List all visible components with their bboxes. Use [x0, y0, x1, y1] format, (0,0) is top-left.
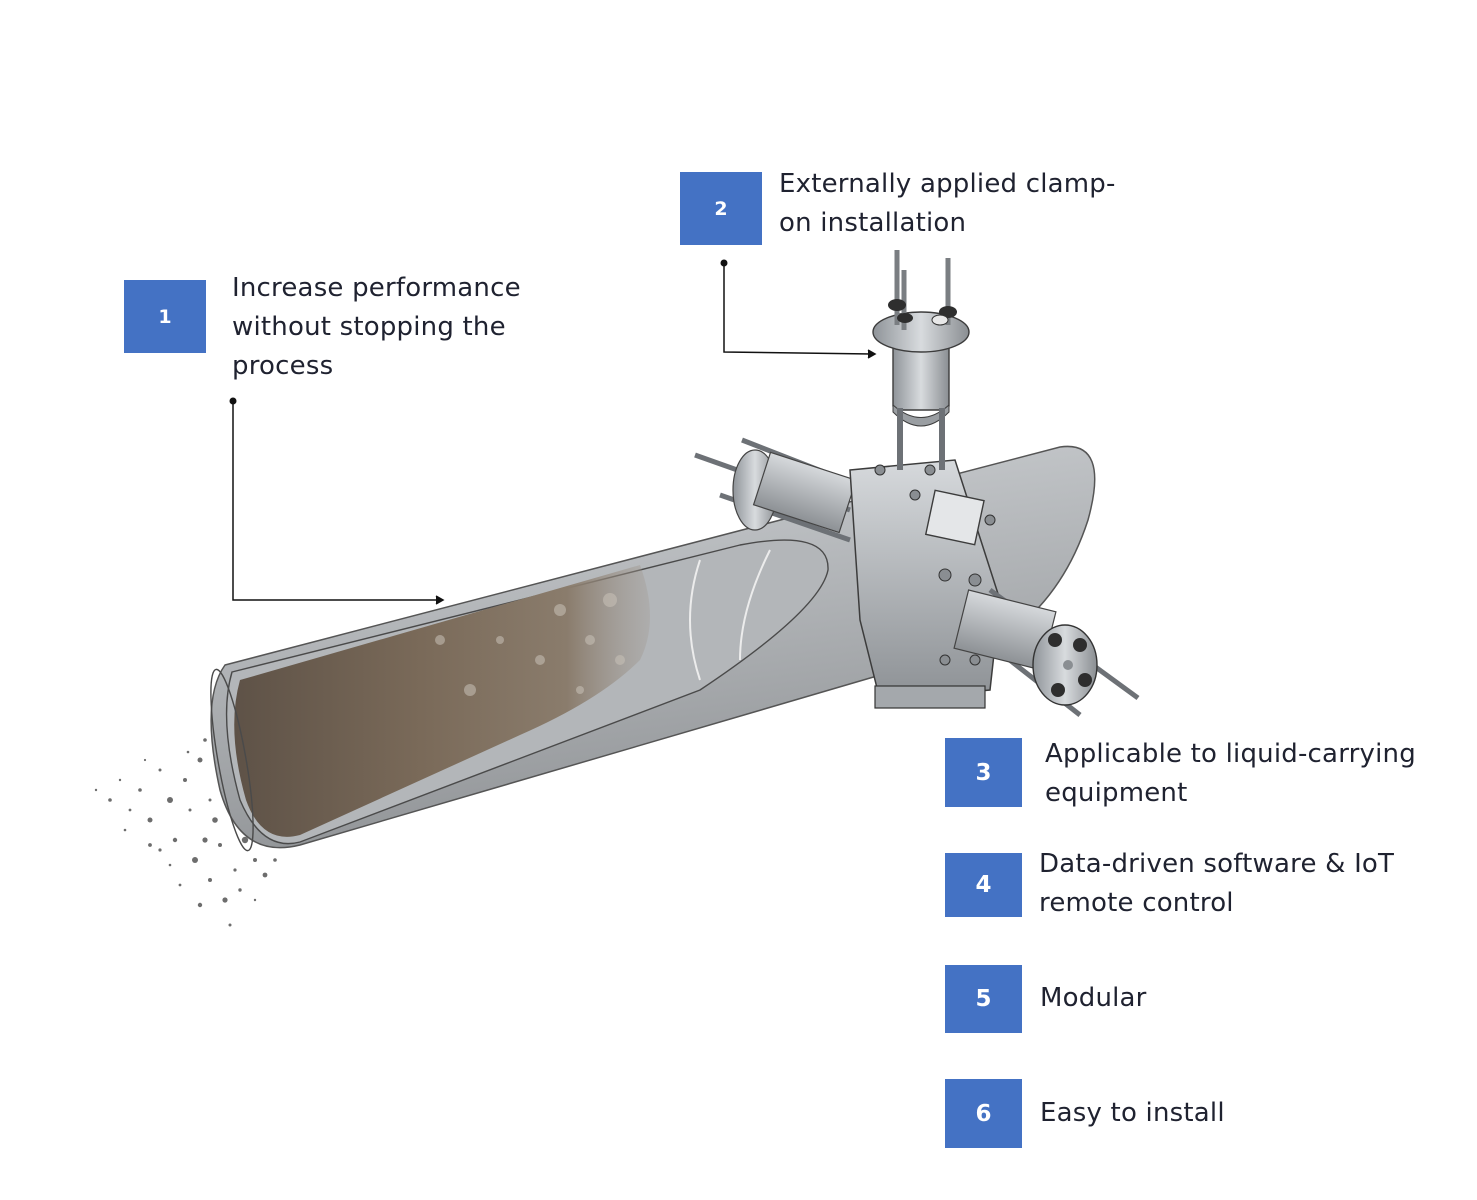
leader-lines	[229, 259, 877, 605]
feature-5-label: Modular	[1040, 983, 1147, 1013]
feature-5-number: 5	[975, 986, 992, 1012]
feature-3-number: 3	[975, 759, 992, 786]
feature-2-number: 2	[714, 197, 728, 220]
feature-3-label: Applicable to liquid-carrying equipment	[1045, 739, 1416, 808]
feature-6-number: 6	[975, 1100, 992, 1127]
feature-1-badge: 1	[124, 280, 206, 353]
feature-5-badge: 5	[945, 965, 1022, 1033]
feature-4-label: Data-driven software & IoT remote contro…	[1039, 849, 1395, 918]
feature-2-label: Externally applied clamp- on installatio…	[779, 169, 1116, 238]
feature-6-label: Easy to install	[1040, 1098, 1225, 1128]
feature-6-badge: 6	[945, 1079, 1022, 1148]
feature-1-number: 1	[158, 305, 172, 328]
feature-1-label: Increase performance without stopping th…	[232, 273, 521, 381]
feature-3-badge: 3	[945, 738, 1022, 807]
feature-4-number: 4	[975, 872, 992, 898]
feature-4-badge: 4	[945, 853, 1022, 917]
feature-2-badge: 2	[680, 172, 762, 245]
clamp-device	[694, 250, 1140, 717]
